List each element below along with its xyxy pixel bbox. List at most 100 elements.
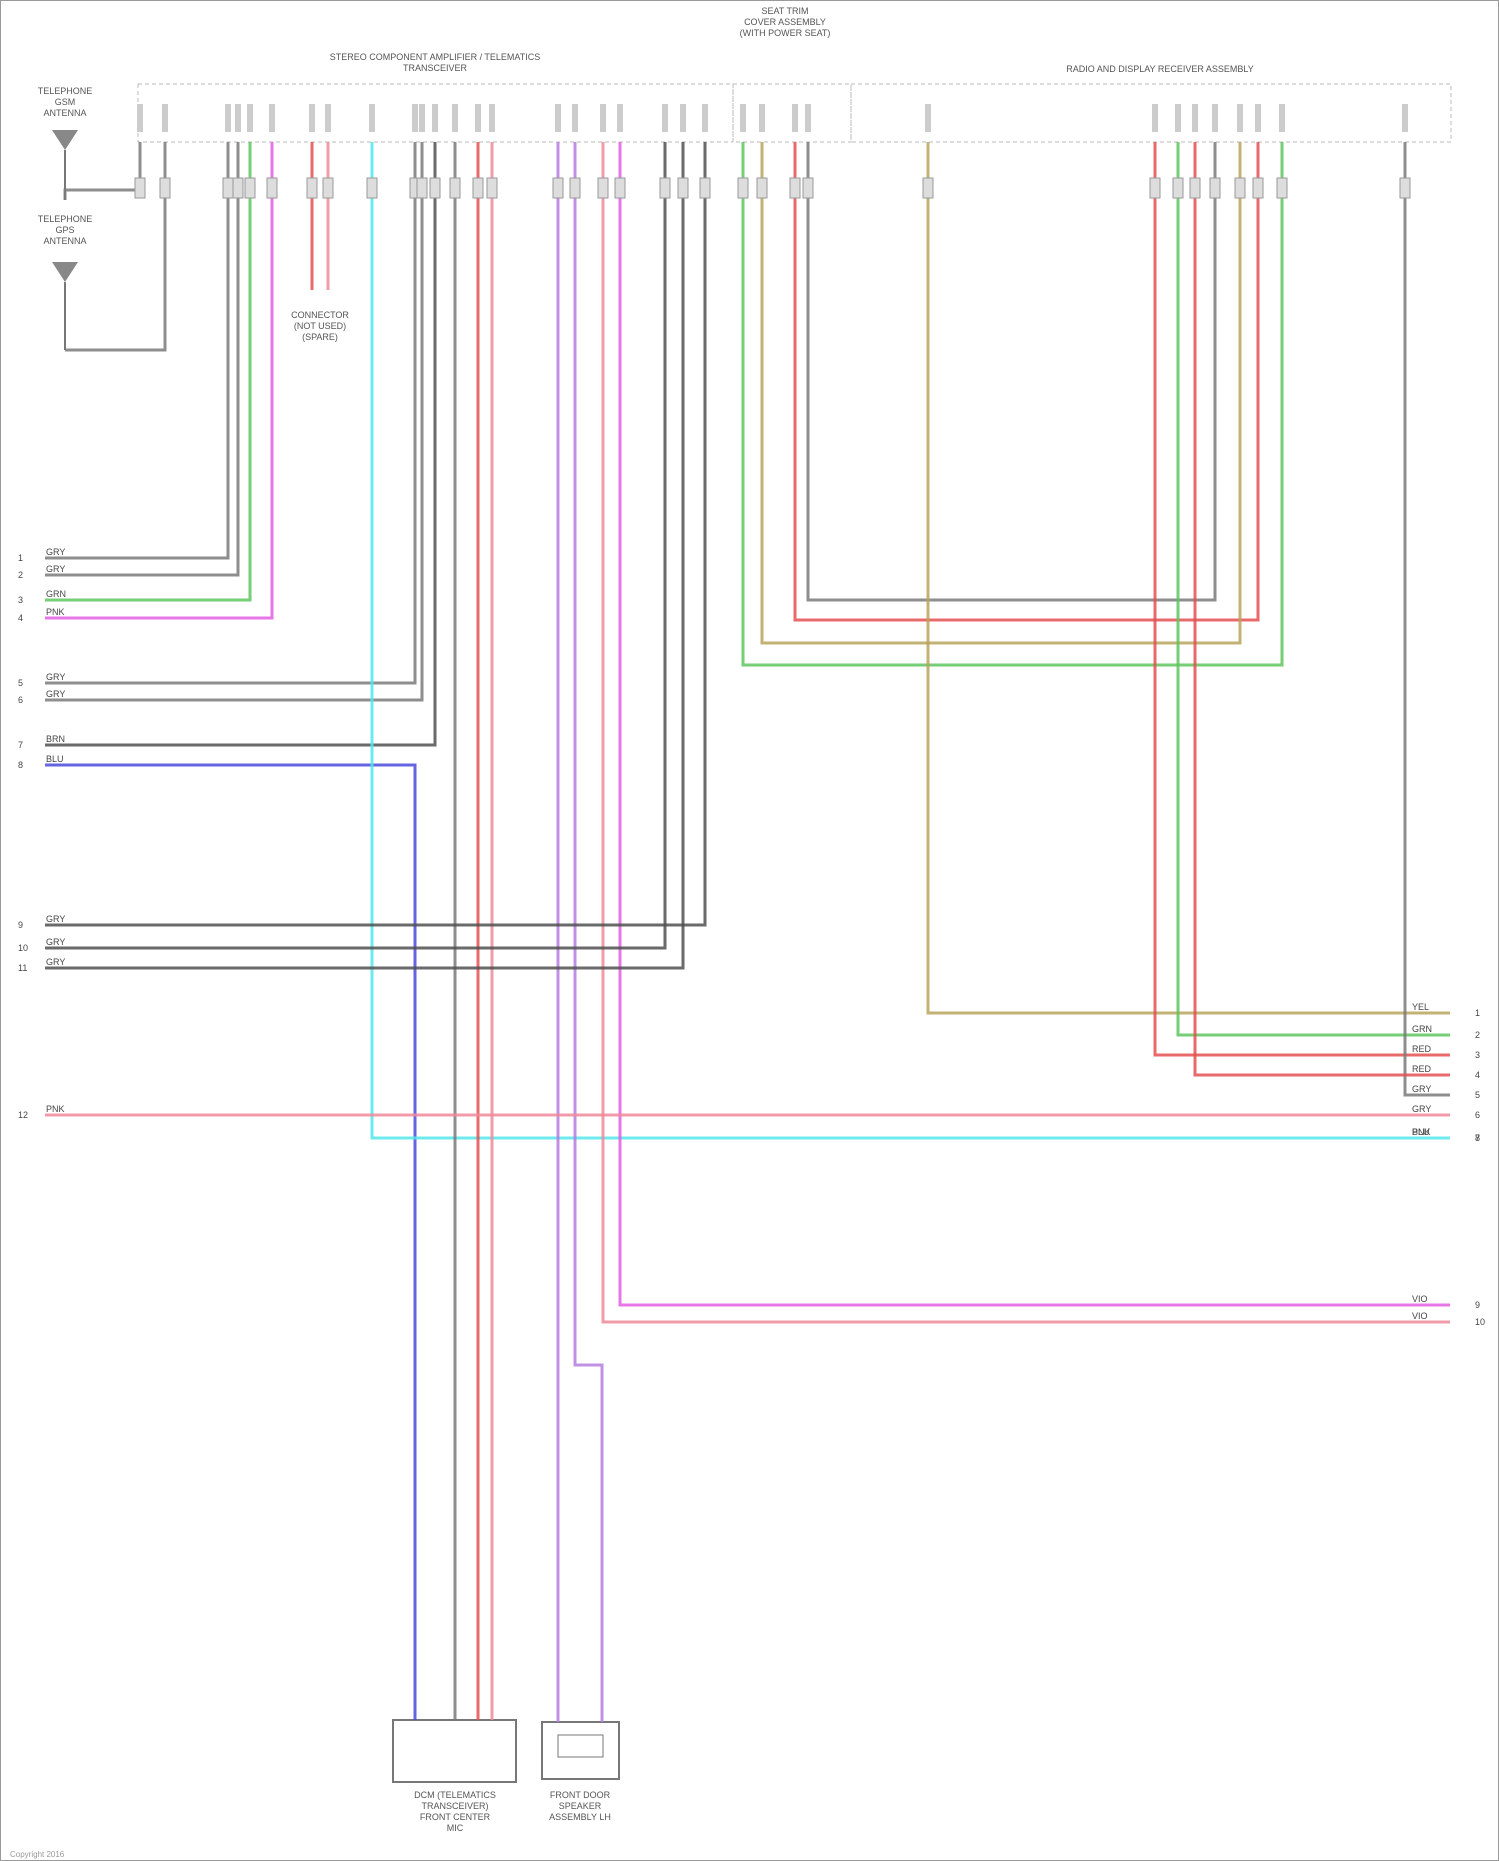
right-terminal-pin-5: 5 (1475, 1090, 1480, 1100)
right-terminal-pin-9: 9 (1475, 1300, 1480, 1310)
connector-pin-17 (570, 178, 580, 198)
right-terminal-wire-10: VIO (1412, 1311, 1428, 1321)
left-terminal-wire-6: GRY (46, 689, 65, 699)
speaker-cone (558, 1735, 603, 1757)
wire-harness (45, 142, 1450, 1722)
right-terminal-pin-8: 8 (1475, 1133, 1480, 1143)
gsm-feed-wire (65, 142, 140, 200)
cyan-wire-r8 (372, 142, 1450, 1138)
connector-pin-27 (923, 178, 933, 198)
connector-pin-33 (1253, 178, 1263, 198)
left-terminal-pin-11: 11 (18, 963, 27, 973)
housing-pin-18 (600, 104, 606, 132)
housing-pin-26 (805, 104, 811, 132)
gray-wire-t5 (45, 142, 415, 683)
olive-wire-center (762, 142, 1240, 643)
connector-pin-14 (473, 178, 483, 198)
left-terminal-pin-10: 10 (18, 943, 28, 953)
dark-wire-t7 (45, 142, 435, 745)
housing-pin-13 (452, 104, 458, 132)
connector-pin-18 (598, 178, 608, 198)
gps-antenna-icon (52, 262, 78, 282)
connector-pin-11 (417, 178, 427, 198)
connector-pin-21 (678, 178, 688, 198)
mic-component-box (393, 1720, 516, 1782)
connector-pin-23 (738, 178, 748, 198)
left-terminal-wire-8: BLU (46, 754, 64, 764)
left-terminal-wire-2: GRY (46, 564, 65, 574)
housing-pin-24 (759, 104, 765, 132)
housing-pin-21 (680, 104, 686, 132)
right-module-housing (851, 84, 1451, 142)
connector-pin-28 (1150, 178, 1160, 198)
red-wire-center (795, 142, 1258, 620)
right-terminal-wire-3: RED (1412, 1044, 1432, 1054)
right-terminal-wire-2: GRN (1412, 1024, 1432, 1034)
housing-pin-15 (489, 104, 495, 132)
connector-pin-9 (367, 178, 377, 198)
lightred-wire-r10 (603, 142, 1450, 1322)
left-terminal-wire-11: GRY (46, 957, 65, 967)
connector-pin-26 (803, 178, 813, 198)
connector-pin-2 (160, 178, 170, 198)
left-terminal-pin-4: 4 (18, 613, 23, 623)
housing-pin-35 (1402, 104, 1408, 132)
right-terminal-group: YEL1GRN2RED3RED4GRY5GRY6PNK7BLU8VIO9VIO1… (1412, 1002, 1485, 1327)
right-terminal-pin-6: 6 (1475, 1110, 1480, 1120)
connector-pin-12 (430, 178, 440, 198)
left-terminal-pin-1: 1 (18, 553, 23, 563)
housing-pin-23 (740, 104, 746, 132)
connector-pin-6 (267, 178, 277, 198)
connector-pin-8 (323, 178, 333, 198)
connector-pin-22 (700, 178, 710, 198)
pin-markers (135, 104, 1410, 198)
left-terminal-wire-5: GRY (46, 672, 65, 682)
left-terminal-pin-6: 6 (18, 695, 23, 705)
right-terminal-wire-4: RED (1412, 1064, 1432, 1074)
connector-pin-1 (135, 178, 145, 198)
housing-pin-27 (925, 104, 931, 132)
connector-pin-3 (223, 178, 233, 198)
housing-pin-4 (235, 104, 241, 132)
red-wire-r4 (1195, 142, 1450, 1075)
left-terminal-wire-12: PNK (46, 1104, 65, 1114)
housing-pin-11 (419, 104, 425, 132)
connector-pin-31 (1210, 178, 1220, 198)
housing-pin-34 (1279, 104, 1285, 132)
connector-pin-15 (487, 178, 497, 198)
housing-pin-20 (662, 104, 668, 132)
left-terminal-pin-3: 3 (18, 595, 23, 605)
right-terminal-wire-9: VIO (1412, 1294, 1428, 1304)
connector-pin-7 (307, 178, 317, 198)
green-wire-center (743, 142, 1282, 665)
connector-pin-5 (245, 178, 255, 198)
right-terminal-pin-4: 4 (1475, 1070, 1480, 1080)
left-terminal-pin-8: 8 (18, 760, 23, 770)
housing-pin-12 (432, 104, 438, 132)
housing-pin-22 (702, 104, 708, 132)
left-terminal-wire-4: PNK (46, 607, 65, 617)
right-terminal-pin-10: 10 (1475, 1317, 1485, 1327)
green-wire-r2 (1178, 142, 1450, 1035)
housing-pin-32 (1237, 104, 1243, 132)
connector-pin-24 (757, 178, 767, 198)
right-terminal-wire-8: BLU (1412, 1127, 1430, 1137)
housing-pin-5 (247, 104, 253, 132)
speaker-component-box (542, 1722, 619, 1779)
right-terminal-wire-1: YEL (1412, 1002, 1429, 1012)
connector-pin-35 (1400, 178, 1410, 198)
connector-pin-16 (553, 178, 563, 198)
housing-pin-7 (309, 104, 315, 132)
housing-pin-33 (1255, 104, 1261, 132)
left-terminal-wire-3: GRN (46, 589, 66, 599)
connector-pin-4 (233, 178, 243, 198)
housing-pin-19 (617, 104, 623, 132)
gray-wire-r5 (1405, 142, 1450, 1095)
olive-wire-r1 (928, 142, 1450, 1013)
housing-pin-9 (369, 104, 375, 132)
left-terminal-pin-2: 2 (18, 570, 23, 580)
right-terminal-pin-1: 1 (1475, 1008, 1480, 1018)
housing-pin-28 (1152, 104, 1158, 132)
housing-pin-8 (325, 104, 331, 132)
